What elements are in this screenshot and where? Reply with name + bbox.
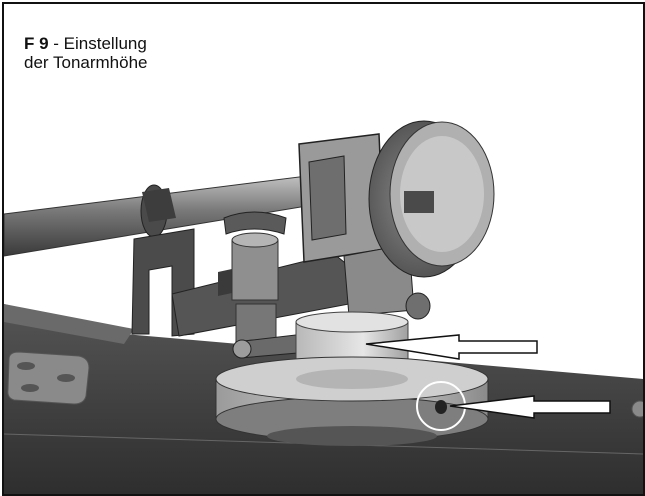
caption-line-1: F 9 - Einstellung [24, 34, 148, 53]
counterweight [368, 120, 495, 278]
right-arrow-icon [449, 395, 611, 419]
figure-caption: F 9 - Einstellung der Tonarmhöhe [24, 34, 148, 72]
base-disc [215, 356, 489, 446]
set-screw [435, 400, 447, 414]
figure-id: F 9 [24, 34, 49, 53]
caption-title-2: der Tonarmhöhe [24, 53, 148, 72]
caption-separator: - [48, 34, 64, 53]
tonearm-tube [4, 171, 350, 257]
mounting-plate [7, 351, 90, 405]
caption-title-1: Einstellung [63, 34, 147, 53]
bearing-pillar [223, 211, 287, 353]
left-pointing-arrow-icon [365, 334, 538, 360]
tonearm-illustration [4, 120, 643, 494]
